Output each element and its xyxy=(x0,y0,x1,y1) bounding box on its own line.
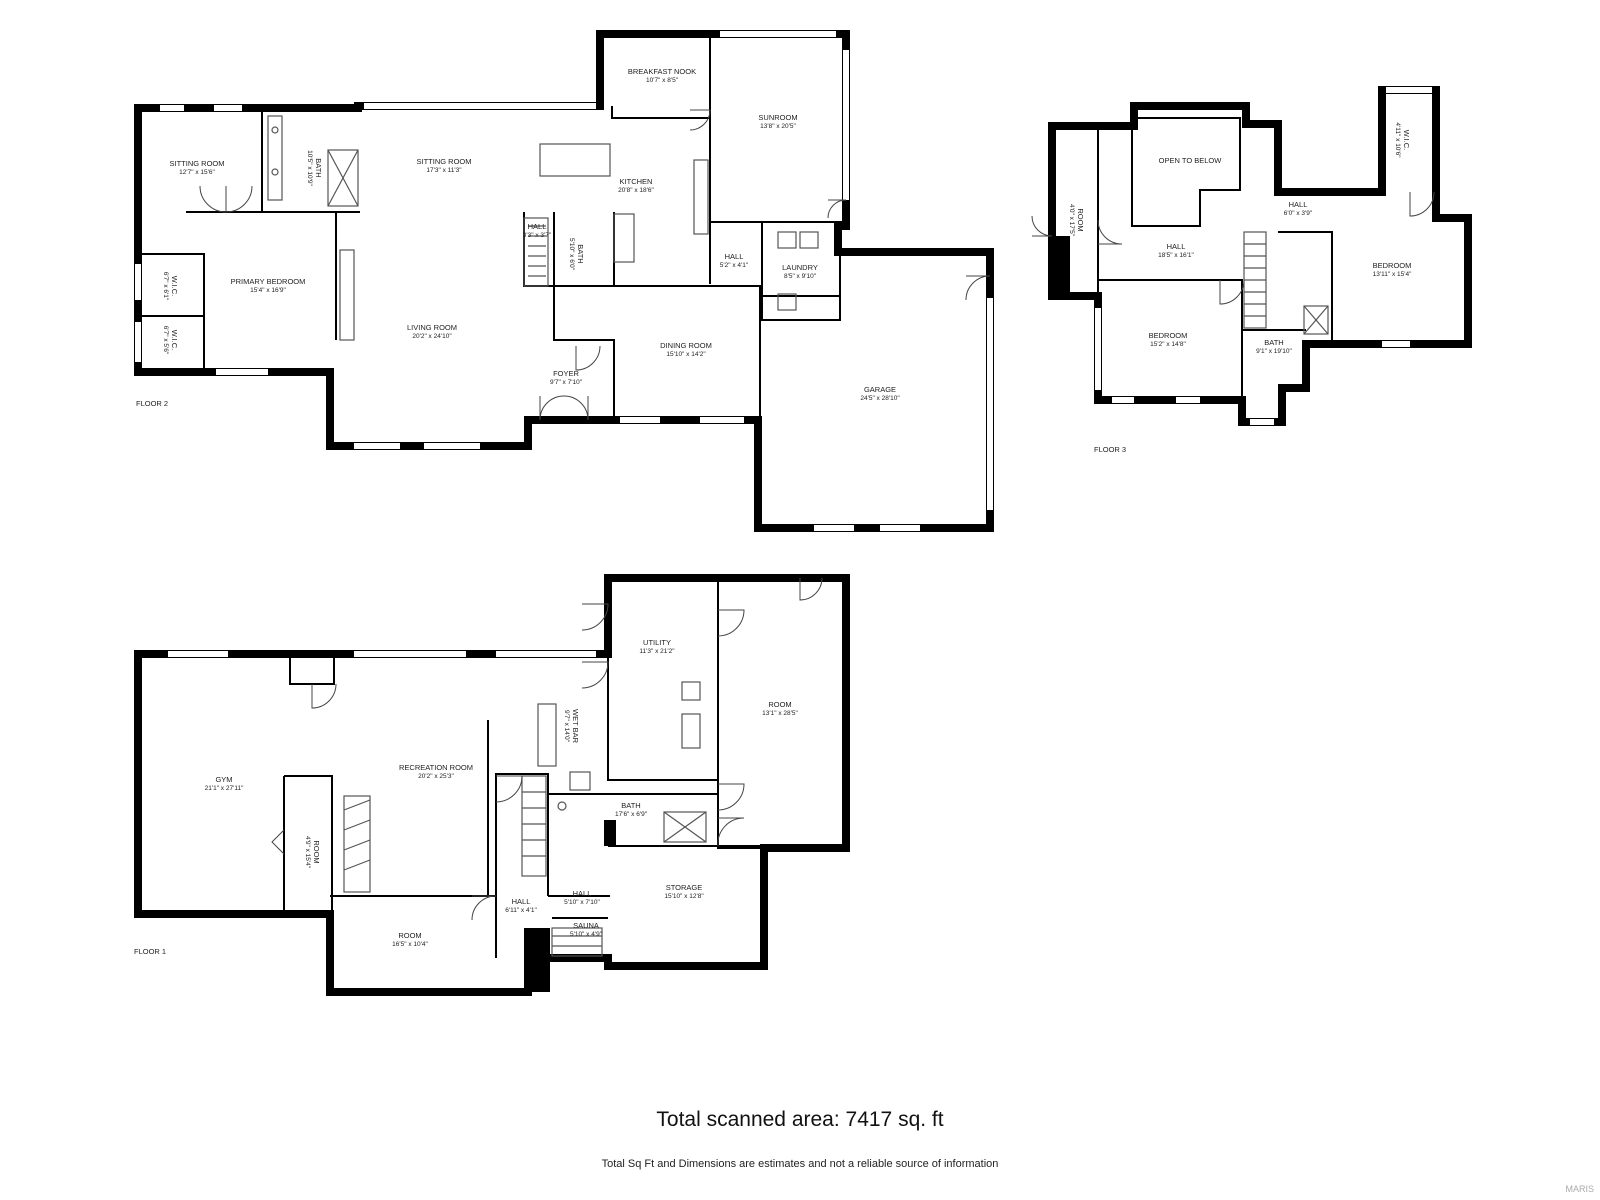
disclaimer: Total Sq Ft and Dimensions are estimates… xyxy=(601,1158,999,1170)
room-dims: 10'5" x 10'9" xyxy=(306,150,313,186)
room-dims: 4'0" x 17'5" xyxy=(1068,204,1075,237)
room-name: HALL xyxy=(573,889,592,898)
room-name: ROOM xyxy=(1076,208,1085,231)
room-dims: 10'7" x 8'5" xyxy=(646,77,679,84)
room-name: GYM xyxy=(215,775,232,784)
room-dims: 12'7" x 15'6" xyxy=(179,169,215,176)
room-dims: 15'10" x 14'2" xyxy=(666,351,706,358)
floor-1-plan: UTILITY 11'3" x 21'2" ROOM 13'1" x 28'5"… xyxy=(134,574,850,996)
room-dims: 5'10" x 4'9" xyxy=(570,931,603,938)
room-name: GARAGE xyxy=(864,385,896,394)
room-name: ROOM xyxy=(312,840,321,863)
floor-3-plan: ROOM 4'0" x 17'5" OPEN TO BELOW HALL 18'… xyxy=(1031,86,1472,454)
room-name: OPEN TO BELOW xyxy=(1159,156,1223,165)
floor-label: FLOOR 3 xyxy=(1094,445,1126,454)
room-dims: 13'1" x 28'5" xyxy=(762,710,798,717)
room-name: BREAKFAST NOOK xyxy=(628,67,696,76)
room-name: LAUNDRY xyxy=(782,263,818,272)
room-name: W.I.C. xyxy=(170,330,179,350)
room-name: BATH xyxy=(576,244,585,263)
room-dims: 6'0" x 3'9" xyxy=(1284,210,1313,217)
wall-block xyxy=(1052,236,1070,296)
room-name: W.I.C. xyxy=(170,276,179,296)
wall-block xyxy=(524,928,550,992)
room-name: BEDROOM xyxy=(1149,331,1188,340)
room-dims: 17'3" x 11'3" xyxy=(426,167,462,174)
room-dims: 6'11" x 4'1" xyxy=(505,907,537,914)
room-dims: 18'5" x 16'1" xyxy=(1158,252,1194,259)
floor-3-windows xyxy=(1095,87,1432,425)
room-dims: 3'3" x 3'7" xyxy=(523,232,552,239)
floor-1-fixtures xyxy=(343,681,707,957)
room-name: HALL xyxy=(512,897,531,906)
room-name: HALL xyxy=(725,252,744,261)
room-dims: 9'1" x 19'10" xyxy=(1256,348,1292,355)
room-dims: 5'10" x 7'10" xyxy=(564,899,600,906)
room-dims: 9'7" x 7'10" xyxy=(550,379,583,386)
room-name: FOYER xyxy=(553,369,579,378)
room-name: STORAGE xyxy=(666,883,703,892)
room-dims: 17'6" x 6'9" xyxy=(615,811,648,818)
room-dims: 24'5" x 28'10" xyxy=(860,395,900,402)
room-name: KITCHEN xyxy=(620,177,653,186)
room-dims: 5'10" x 6'0" xyxy=(568,238,575,271)
room-dims: 4'9" x 15'4" xyxy=(304,836,311,869)
room-name: PRIMARY BEDROOM xyxy=(231,277,306,286)
room-name: BATH xyxy=(621,801,640,810)
room-dims: 11'3" x 21'2" xyxy=(639,648,675,655)
room-name: HALL xyxy=(1167,242,1186,251)
room-dims: 6'7" x 6'1" xyxy=(162,272,169,301)
room-dims: 6'7" x 5'6" xyxy=(162,326,169,355)
room-name: SAUNA xyxy=(573,921,599,930)
room-dims: 15'4" x 16'9" xyxy=(250,287,286,294)
room-dims: 15'2" x 14'8" xyxy=(1150,341,1186,348)
room-name: W.I.C. xyxy=(1402,130,1411,150)
total-area: Total scanned area: 7417 sq. ft xyxy=(656,1108,944,1131)
room-name: LIVING ROOM xyxy=(407,323,457,332)
room-dims: 16'5" x 10'4" xyxy=(392,941,428,948)
floor-label: FLOOR 2 xyxy=(136,399,168,408)
floor-2-doors xyxy=(199,109,991,421)
room-name: BATH xyxy=(1264,338,1283,347)
room-dims: 8'5" x 9'10" xyxy=(784,273,817,280)
room-dims: 20'2" x 25'3" xyxy=(418,773,454,780)
floor-2-plan: SITTING ROOM 12'7" x 15'6" BATH 10'5" x … xyxy=(134,30,994,532)
room-name: SITTING ROOM xyxy=(170,159,225,168)
room-name: ROOM xyxy=(768,700,791,709)
room-dims: 5'2" x 4'1" xyxy=(720,262,749,269)
room-dims: 20'2" x 24'10" xyxy=(412,333,452,340)
room-name: ROOM xyxy=(398,931,421,940)
room-name: SUNROOM xyxy=(758,113,797,122)
floor-label: FLOOR 1 xyxy=(134,947,166,956)
room-name: HALL xyxy=(1289,200,1308,209)
room-name: BEDROOM xyxy=(1373,261,1412,270)
room-name: WET BAR xyxy=(571,709,580,744)
floor-2-fixtures xyxy=(267,115,819,341)
room-dims: 9'7" x 14'0" xyxy=(563,710,570,743)
room-dims: 15'10" x 12'8" xyxy=(664,893,704,900)
floor-2-windows xyxy=(135,31,993,531)
room-dims: 21'1" x 27'11" xyxy=(205,785,244,792)
room-dims: 20'8" x 18'6" xyxy=(618,187,654,194)
room-name: SITTING ROOM xyxy=(417,157,472,166)
room-name: HALL xyxy=(528,222,547,231)
room-name: RECREATION ROOM xyxy=(399,763,473,772)
room-dims: 13'8" x 20'5" xyxy=(760,123,796,130)
room-name: DINING ROOM xyxy=(660,341,712,350)
room-dims: 13'11" x 15'4" xyxy=(1373,271,1412,278)
brand-watermark: MARIS xyxy=(1565,1184,1594,1194)
room-dims: 4'11" x 10'6" xyxy=(1394,122,1401,158)
room-name: UTILITY xyxy=(643,638,671,647)
room-name: BATH xyxy=(314,158,323,177)
